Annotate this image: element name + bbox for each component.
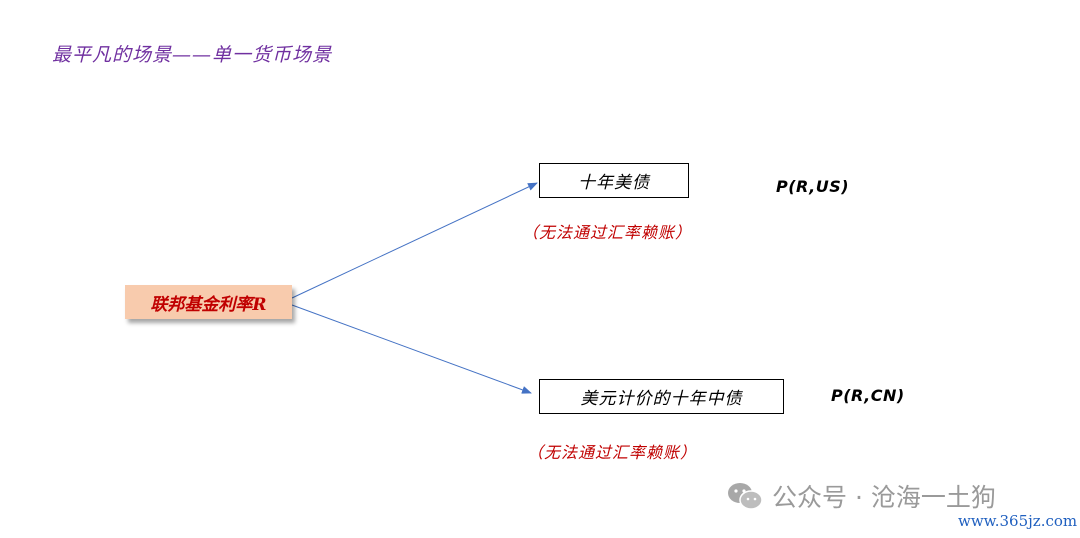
- source-node-label: 联邦基金利率R: [150, 294, 267, 315]
- source-node-fed-funds-rate: 联邦基金利率R: [125, 285, 292, 319]
- wechat-icon: [728, 483, 763, 510]
- watermark-site: www.365jz.com: [958, 512, 1078, 530]
- target-node-cn-bond: 美元计价的十年中债: [539, 379, 784, 414]
- note-us-treasury: （无法通过汇率赖账）: [522, 223, 693, 242]
- watermark-account: 公众号 · 沧海一土狗: [772, 483, 996, 512]
- note-cn-bond: （无法通过汇率赖账）: [527, 443, 698, 462]
- slide-title: 最平凡的场景——单一货币场景: [52, 44, 333, 66]
- target-node-us-treasury: 十年美债: [539, 163, 689, 198]
- price-label-us: P(R,US): [776, 177, 850, 196]
- arrow-to-us-treasury: [291, 182, 538, 299]
- target-node-label: 美元计价的十年中债: [580, 389, 743, 409]
- arrow-to-cn-bond: [291, 304, 532, 394]
- price-label-cn: P(R,CN): [831, 386, 905, 405]
- watermark: 公众号 · 沧海一土狗: [726, 478, 996, 514]
- target-node-label: 十年美债: [578, 173, 650, 193]
